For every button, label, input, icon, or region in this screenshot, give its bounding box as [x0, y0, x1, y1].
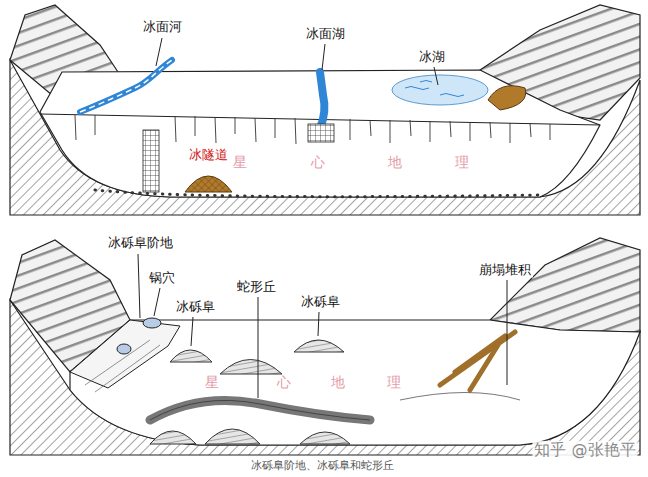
watermark: 星: [233, 154, 247, 170]
watermark: 理: [455, 154, 469, 170]
watermark: 地: [331, 374, 345, 390]
feature-label: 冰面河: [141, 20, 184, 35]
watermark: 星: [205, 374, 219, 390]
feature-label: 冰砾阜: [299, 295, 342, 310]
watermark: 理: [387, 374, 401, 390]
feature-label: 冰砾阜: [174, 300, 217, 315]
watermark: 地: [388, 154, 402, 170]
watermark: 心: [277, 374, 291, 390]
watermark: 心: [311, 154, 325, 170]
feature-label: 蛇形丘: [235, 280, 278, 295]
feature-label: 冰面湖: [304, 27, 347, 42]
feature-label: 冰隧道: [187, 148, 230, 163]
feature-label: 冰砾阜阶地: [106, 236, 175, 251]
feature-label: 崩塌堆积: [477, 263, 533, 278]
watermark: 知乎 @张艳平: [532, 441, 637, 459]
feature-label: 冰湖: [417, 50, 447, 65]
caption: 冰砾阜阶地、冰砾阜和蛇形丘: [251, 460, 394, 473]
feature-label: 锅穴: [147, 271, 177, 286]
